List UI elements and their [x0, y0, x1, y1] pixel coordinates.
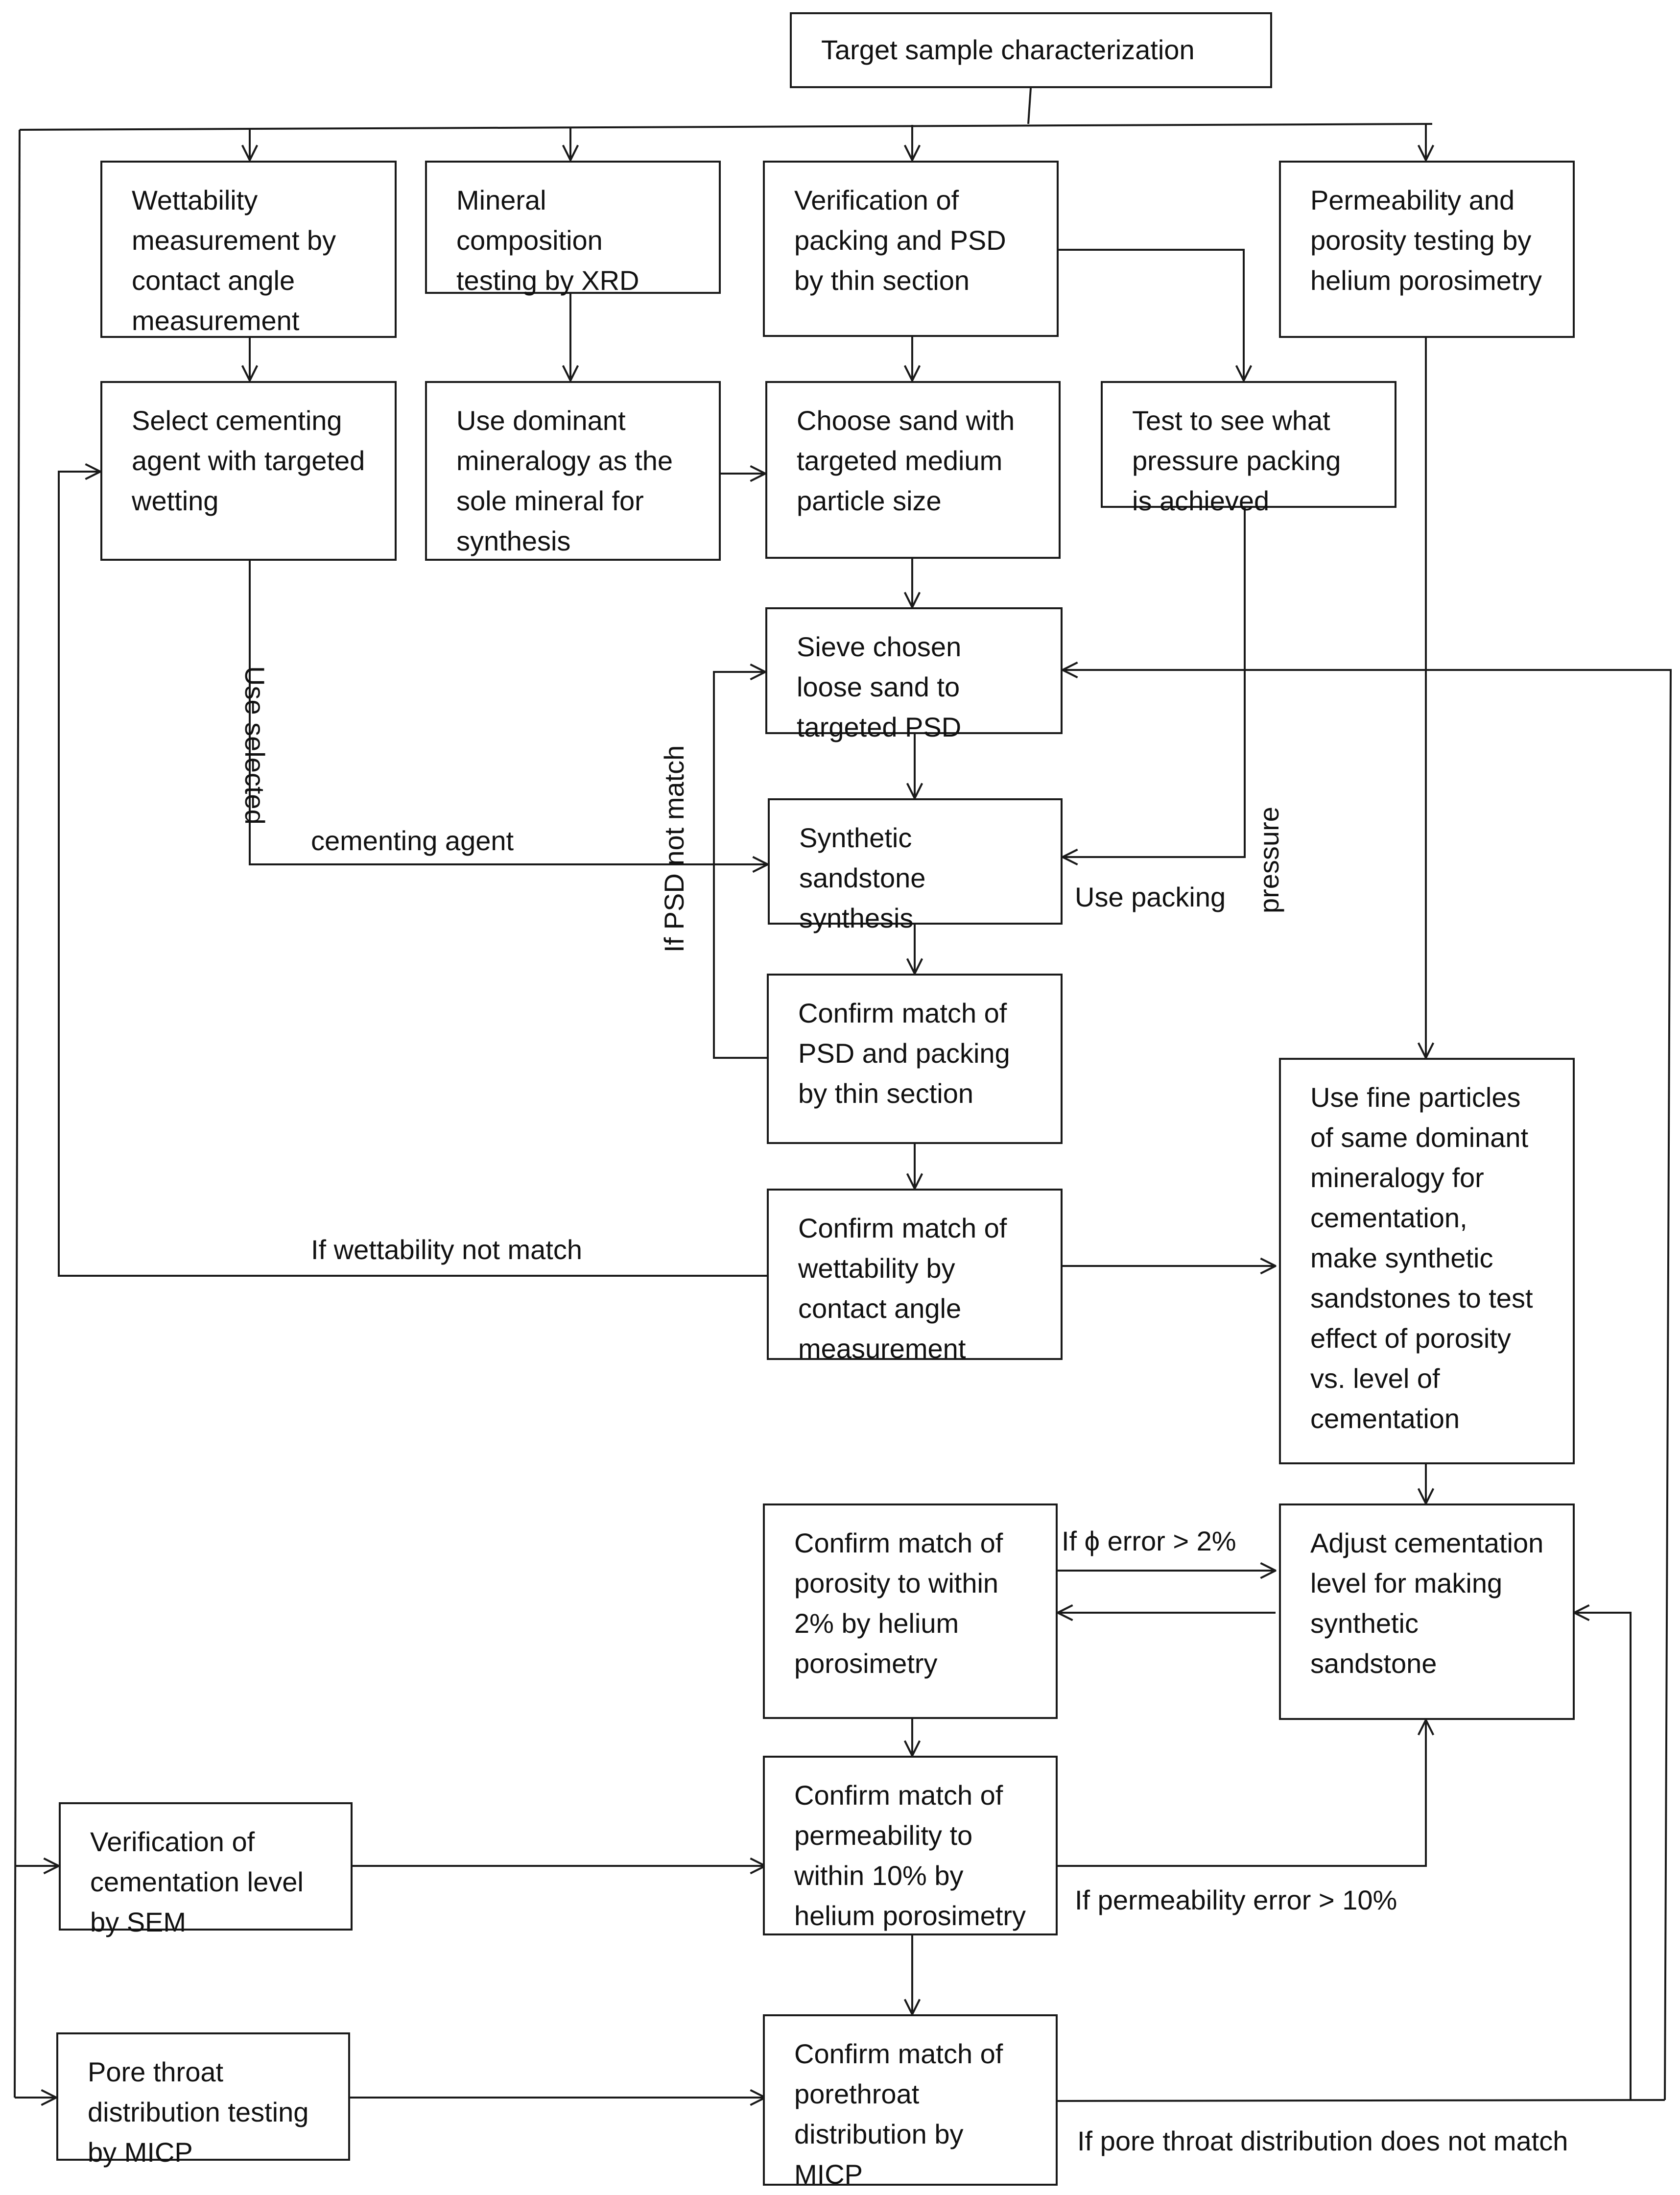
target-characterization-text: Target sample characterization [821, 34, 1195, 65]
mineral-composition-box: Mineral composition testing by XRD [425, 161, 721, 296]
choose-sand-box: Choose sand with targeted medium particl… [765, 381, 1061, 559]
wettability-measurement-text: Wettability measurement by contact angle… [132, 185, 336, 336]
confirm-porethroat-box: Confirm match of porethroat distribution… [763, 2014, 1058, 2190]
select-cementing-text: Select cementing agent with targeted wet… [132, 405, 365, 516]
target-characterization-box: Target sample characterization [790, 12, 1272, 88]
sieve-sand-box: Sieve chosen loose sand to targeted PSD [765, 607, 1063, 742]
choose-sand-text: Choose sand with targeted medium particl… [797, 405, 1015, 516]
verification-packing-box: Verification of packing and PSD by thin … [763, 161, 1059, 337]
confirm-porosity-box: Confirm match of porosity to within 2% b… [763, 1503, 1058, 1719]
wettability-measurement-box: Wettability measurement by contact angle… [100, 161, 397, 338]
permeability-porosity-box: Permeability and porosity testing by hel… [1279, 161, 1575, 338]
verification-packing-text: Verification of packing and PSD by thin … [794, 185, 1006, 296]
if-phi-error-label: If ϕ error > 2% [1062, 1526, 1236, 1556]
test-pressure-text: Test to see what pressure packing is ach… [1132, 405, 1341, 516]
confirm-psd-text: Confirm match of PSD and packing by thin… [798, 998, 1010, 1109]
pressure-label: pressure [1254, 807, 1284, 913]
if-permeability-error-label: If permeability error > 10% [1075, 1885, 1397, 1915]
test-pressure-box: Test to see what pressure packing is ach… [1101, 381, 1396, 516]
if-psd-not-match-label: If PSD not match [659, 745, 689, 953]
mineral-composition-text: Mineral composition testing by XRD [456, 185, 639, 296]
fine-particles-box: Use fine particles of same dominant mine… [1279, 1058, 1575, 1464]
synthesis-text: Synthetic sandstone synthesis [799, 822, 926, 933]
if-wettability-not-match-label: If wettability not match [311, 1234, 583, 1265]
permeability-porosity-text: Permeability and porosity testing by hel… [1310, 185, 1542, 296]
adjust-cementation-box: Adjust cementation level for making synt… [1279, 1503, 1575, 1720]
use-dominant-text: Use dominant mineralogy as the sole mine… [456, 405, 673, 556]
confirm-porethroat-text: Confirm match of porethroat distribution… [794, 2038, 1003, 2190]
confirm-wettability-text: Confirm match of wettability by contact … [798, 1213, 1007, 1364]
use-dominant-box: Use dominant mineralogy as the sole mine… [425, 381, 721, 561]
synthesis-box: Synthetic sandstone synthesis [768, 798, 1063, 933]
pore-throat-testing-box: Pore throat distribution testing by MICP [56, 2032, 350, 2168]
use-selected-label: Use selected [239, 666, 270, 825]
verification-sem-box: Verification of cementation level by SEM [59, 1802, 353, 1937]
confirm-wettability-box: Confirm match of wettability by contact … [767, 1189, 1063, 1364]
confirm-permeability-box: Confirm match of permeability to within … [763, 1756, 1058, 1935]
cementing-agent-label: cementing agent [311, 825, 514, 856]
fine-particles-text: Use fine particles of same dominant mine… [1310, 1082, 1533, 1434]
select-cementing-box: Select cementing agent with targeted wet… [100, 381, 397, 561]
verification-sem-text: Verification of cementation level by SEM [90, 1826, 304, 1937]
use-packing-label: Use packing [1075, 882, 1226, 912]
confirm-permeability-text: Confirm match of permeability to within … [794, 1780, 1026, 1931]
confirm-psd-box: Confirm match of PSD and packing by thin… [767, 974, 1063, 1144]
pore-throat-testing-text: Pore throat distribution testing by MICP [88, 2056, 309, 2168]
if-pore-throat-label: If pore throat distribution does not mat… [1077, 2125, 1568, 2156]
sieve-sand-text: Sieve chosen loose sand to targeted PSD [797, 631, 962, 742]
confirm-porosity-text: Confirm match of porosity to within 2% b… [794, 1527, 1003, 1679]
adjust-cementation-text: Adjust cementation level for making synt… [1310, 1527, 1544, 1679]
